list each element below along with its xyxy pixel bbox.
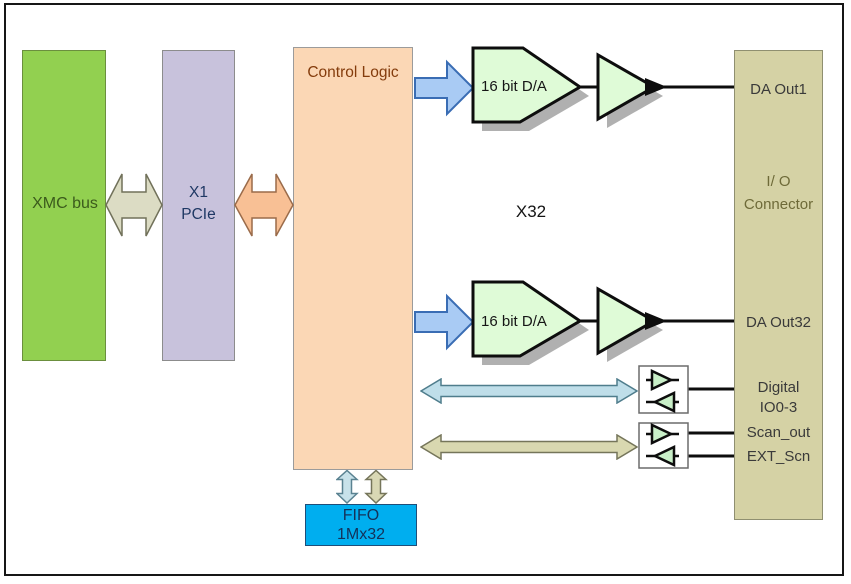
line-arrowhead-icon (645, 78, 667, 96)
dac-pentagon-shape (471, 46, 583, 124)
dac2-label: 16 bit D/A (481, 313, 547, 330)
diagram-border (4, 3, 844, 576)
control-logic-block (293, 47, 413, 470)
io-connector-title-line1: I/ O (766, 173, 791, 190)
fifo-label-line2: 1Mx32 (336, 526, 386, 543)
xmc-pcie-bidirectional-arrow-icon (105, 173, 163, 237)
blue-data-arrow-icon (414, 293, 475, 351)
input-buffer-icon (652, 391, 676, 413)
blue-data-arrow-icon (414, 59, 475, 117)
port-ext-scn: EXT_Scn (746, 448, 811, 465)
fifo-bidirectional-arrows-icon (336, 470, 388, 504)
io-connector-block (734, 50, 823, 520)
port-digital-line1: Digital (757, 379, 800, 396)
fifo-label-line1: FIFO (342, 507, 380, 524)
port-digital-line2: IO0-3 (759, 399, 798, 416)
line-arrowhead-icon (645, 312, 667, 330)
dac1-label: 16 bit D/A (481, 78, 547, 95)
output-buffer-icon (650, 369, 674, 391)
xmc-bus-block (22, 50, 106, 361)
amplifier-icon (596, 52, 658, 122)
io-connector-title-line2: Connector (743, 196, 814, 213)
port-da-out1: DA Out1 (750, 81, 807, 98)
dac-channel-row-2 (414, 280, 734, 365)
port-da-out32: DA Out32 (745, 314, 812, 331)
digital-io-buffer-box (638, 365, 734, 414)
port-scan-out: Scan_out (746, 424, 811, 441)
pcie-label-line1: X1 (189, 184, 208, 201)
scan-bidirectional-arrow-icon (420, 434, 638, 460)
dac-pentagon-shape (471, 280, 583, 358)
input-buffer-icon (652, 445, 676, 467)
pcie-control-bidirectional-arrow-icon (234, 173, 294, 237)
scan-buffer-box (638, 422, 734, 469)
amplifier-icon (596, 286, 658, 356)
output-buffer-icon (650, 423, 674, 445)
fifo-block: FIFO 1Mx32 (305, 504, 417, 546)
pcie-label-line2: PCIe (181, 206, 216, 223)
digital-io-bidirectional-arrow-icon (420, 378, 638, 404)
control-logic-label: Control Logic (307, 64, 399, 81)
channel-count-label: X32 (515, 202, 547, 221)
dac-channel-row-1 (414, 46, 734, 131)
xmc-bus-label: XMC bus (32, 195, 98, 212)
